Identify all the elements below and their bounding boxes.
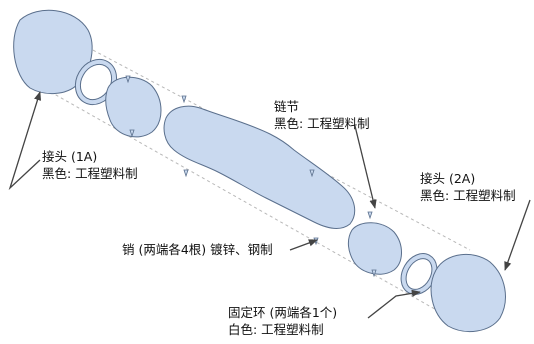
retaining-ring-right <box>400 253 438 295</box>
pin-7 <box>367 211 373 220</box>
label-connector-2a-line2: 黑色: 工程塑料制 <box>420 188 516 203</box>
label-connector-1a-line2: 黑色: 工程塑料制 <box>42 166 138 181</box>
link-chain-body <box>163 105 356 229</box>
label-connector-2a-line1: 接头 (2A) <box>420 171 476 186</box>
pin-2 <box>181 95 187 104</box>
label-link-line2: 黑色: 工程塑料制 <box>274 116 370 131</box>
leader-link <box>354 125 377 209</box>
leader-lines <box>8 91 531 319</box>
pin-1 <box>125 75 131 84</box>
label-retaining-ring-line2: 白色: 工程塑料制 <box>228 322 324 337</box>
pin-8 <box>371 269 377 278</box>
pins-group-right <box>367 211 377 278</box>
leader-pin <box>289 239 318 251</box>
link-part-small-left <box>105 76 162 138</box>
label-retaining-ring: 固定环 (两端各1个) 白色: 工程塑料制 <box>228 304 337 338</box>
label-connector-1a: 接头 (1A) 黑色: 工程塑料制 <box>42 148 138 182</box>
leader-connector-1a <box>8 91 42 191</box>
label-connector-1a-line1: 接头 (1A) <box>42 149 98 164</box>
connector-2a-part <box>430 253 506 333</box>
leader-connector-2a <box>504 199 531 271</box>
label-retaining-ring-line1: 固定环 (两端各1个) <box>228 305 338 320</box>
link-part-right <box>347 222 402 275</box>
label-pin: 销 (两端各4根) 镀锌、钢制 <box>122 241 273 258</box>
pin-3 <box>129 129 135 138</box>
label-link-line1: 链节 <box>274 99 300 114</box>
pin-4 <box>183 169 189 178</box>
assembly-axis <box>39 21 471 313</box>
leader-retaining-ring <box>367 289 421 319</box>
label-connector-2a: 接头 (2A) 黑色: 工程塑料制 <box>420 170 516 204</box>
label-link: 链节 黑色: 工程塑料制 <box>274 98 370 132</box>
pin-5 <box>309 169 315 178</box>
pins-group-left <box>125 75 189 178</box>
label-pin-line1: 销 (两端各4根) 镀锌、钢制 <box>122 242 273 257</box>
